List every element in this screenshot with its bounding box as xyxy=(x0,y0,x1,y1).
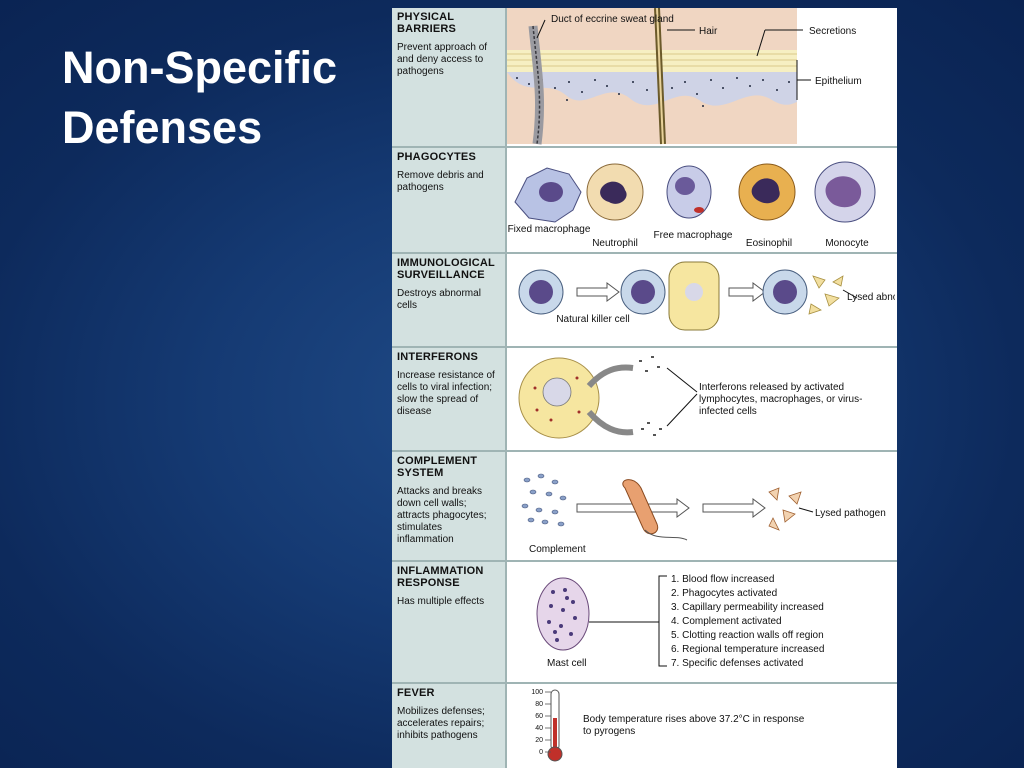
effect-item: 2. Phagocytes activated xyxy=(671,588,777,599)
cell-label-neutrophil: Neutrophil xyxy=(592,238,638,249)
thermometer-tick: 0 xyxy=(539,749,543,756)
label-duct: Duct of eccrine sweat gland xyxy=(551,14,674,25)
row-label: IMMUNOLOGICAL SURVEILLANCE Destroys abno… xyxy=(392,254,507,346)
label-lysed-pathogen: Lysed pathogen xyxy=(815,508,886,519)
row-heading: INTERFERONS xyxy=(397,351,479,363)
row-label: FEVER Mobilizes defenses; accelerates re… xyxy=(392,684,507,768)
thermometer-tick: 40 xyxy=(535,725,543,732)
row-heading: PHAGOCYTES xyxy=(397,151,477,163)
thermometer-tick: 60 xyxy=(535,713,543,720)
effect-item: 6. Regional temperature increased xyxy=(671,644,824,655)
interferons-illustration: Interferons released by activated lympho… xyxy=(518,356,863,439)
cell-label-eosinophil: Eosinophil xyxy=(746,238,792,249)
thermometer-tick: 20 xyxy=(535,737,543,744)
row-immunological-surveillance: IMMUNOLOGICAL SURVEILLANCE Destroys abno… xyxy=(392,254,897,348)
label-interferons-released: Interferons released by activated lympho… xyxy=(699,382,863,417)
row-description: Destroys abnormal cells xyxy=(397,288,481,311)
svg-text:Duct of eccrine sweat gland: Duct of eccrine sweat gland xyxy=(551,14,674,25)
row-description: Prevent approach of and deny access to p… xyxy=(397,42,488,77)
row-description: Remove debris and pathogens xyxy=(397,170,484,193)
row-complement-system: COMPLEMENT SYSTEM Attacks and breaks dow… xyxy=(392,452,897,562)
label-epithelium: Epithelium xyxy=(815,76,862,87)
label-complement: Complement xyxy=(529,544,586,555)
label-natural-killer: Natural killer cell xyxy=(556,314,629,325)
row-description: Mobilizes defenses; accelerates repairs;… xyxy=(397,706,485,741)
defenses-diagram: PHYSICAL BARRIERS Prevent approach of an… xyxy=(392,8,897,768)
inflammation-illustration: Mast cell 1. Blood flow increased 2. Pha… xyxy=(536,574,824,669)
row-illustration: Natural killer cell Lysed abnormal cell xyxy=(507,254,897,346)
row-label: INTERFERONS Increase resistance of cells… xyxy=(392,348,507,450)
slide-title: Non-Specific Defenses xyxy=(62,38,382,158)
row-label: PHYSICAL BARRIERS Prevent approach of an… xyxy=(392,8,507,146)
label-hair: Hair xyxy=(699,26,718,37)
phagocytes-illustration: Fixed macrophage Neutrophil Free macroph… xyxy=(508,161,876,249)
cell-label-monocyte: Monocyte xyxy=(825,238,869,249)
row-heading: COMPLEMENT SYSTEM xyxy=(397,455,478,479)
effect-item: 7. Specific defenses activated xyxy=(671,658,803,669)
row-description: Has multiple effects xyxy=(397,596,485,607)
complement-illustration: Complement Lysed pathogen xyxy=(521,473,886,555)
label-mast-cell: Mast cell xyxy=(547,658,586,669)
cell-label-free-macrophage: Free macrophage xyxy=(654,230,733,241)
row-label: COMPLEMENT SYSTEM Attacks and breaks dow… xyxy=(392,452,507,560)
effect-item: 1. Blood flow increased xyxy=(671,574,774,585)
row-heading: FEVER xyxy=(397,687,435,699)
thermometer-tick: 100 xyxy=(531,689,543,696)
row-label: PHAGOCYTES Remove debris and pathogens xyxy=(392,148,507,252)
slide-title-line-2: Defenses xyxy=(62,102,263,153)
row-heading: INFLAMMATION RESPONSE xyxy=(397,565,484,589)
row-label: INFLAMMATION RESPONSE Has multiple effec… xyxy=(392,562,507,682)
thermometer-tick: 80 xyxy=(535,701,543,708)
row-fever: FEVER Mobilizes defenses; accelerates re… xyxy=(392,684,897,768)
row-illustration: Complement Lysed pathogen xyxy=(507,452,897,560)
label-lysed-abnormal: Lysed abnormal cell xyxy=(847,292,895,303)
row-phagocytes: PHAGOCYTES Remove debris and pathogens F… xyxy=(392,148,897,254)
cell-label-fixed-macrophage: Fixed macrophage xyxy=(508,224,591,235)
surveillance-illustration: Natural killer cell Lysed abnormal cell xyxy=(518,261,895,331)
row-illustration: 100 80 60 40 20 0 Body temperature rises… xyxy=(507,684,897,768)
effect-item: 4. Complement activated xyxy=(671,616,782,627)
label-secretions: Secretions xyxy=(809,26,856,37)
skin-illustration: Duct of eccrine sweat gland Hair Secreti… xyxy=(507,8,862,145)
row-description: Attacks and breaks down cell walls; attr… xyxy=(397,486,487,545)
row-heading: PHYSICAL BARRIERS xyxy=(397,11,457,35)
row-heading: IMMUNOLOGICAL SURVEILLANCE xyxy=(397,257,495,281)
row-illustration: Duct of eccrine sweat gland Hair Secreti… xyxy=(507,8,897,146)
row-illustration: Mast cell 1. Blood flow increased 2. Pha… xyxy=(507,562,897,682)
row-illustration: Interferons released by activated lympho… xyxy=(507,348,897,450)
svg-text:Fixed macrophage: Fixed macrophage xyxy=(508,224,591,235)
row-description: Increase resistance of cells to viral in… xyxy=(397,370,495,417)
row-physical-barriers: PHYSICAL BARRIERS Prevent approach of an… xyxy=(392,8,897,148)
effect-item: 3. Capillary permeability increased xyxy=(671,602,824,613)
row-illustration: Fixed macrophage Neutrophil Free macroph… xyxy=(507,148,897,252)
row-interferons: INTERFERONS Increase resistance of cells… xyxy=(392,348,897,452)
label-body-temperature: Body temperature rises above 37.2°C in r… xyxy=(583,714,805,737)
effect-item: 5. Clotting reaction walls off region xyxy=(671,630,824,641)
fever-illustration: 100 80 60 40 20 0 Body temperature rises… xyxy=(531,689,805,762)
slide-title-line-1: Non-Specific xyxy=(62,42,338,93)
row-inflammation-response: INFLAMMATION RESPONSE Has multiple effec… xyxy=(392,562,897,684)
